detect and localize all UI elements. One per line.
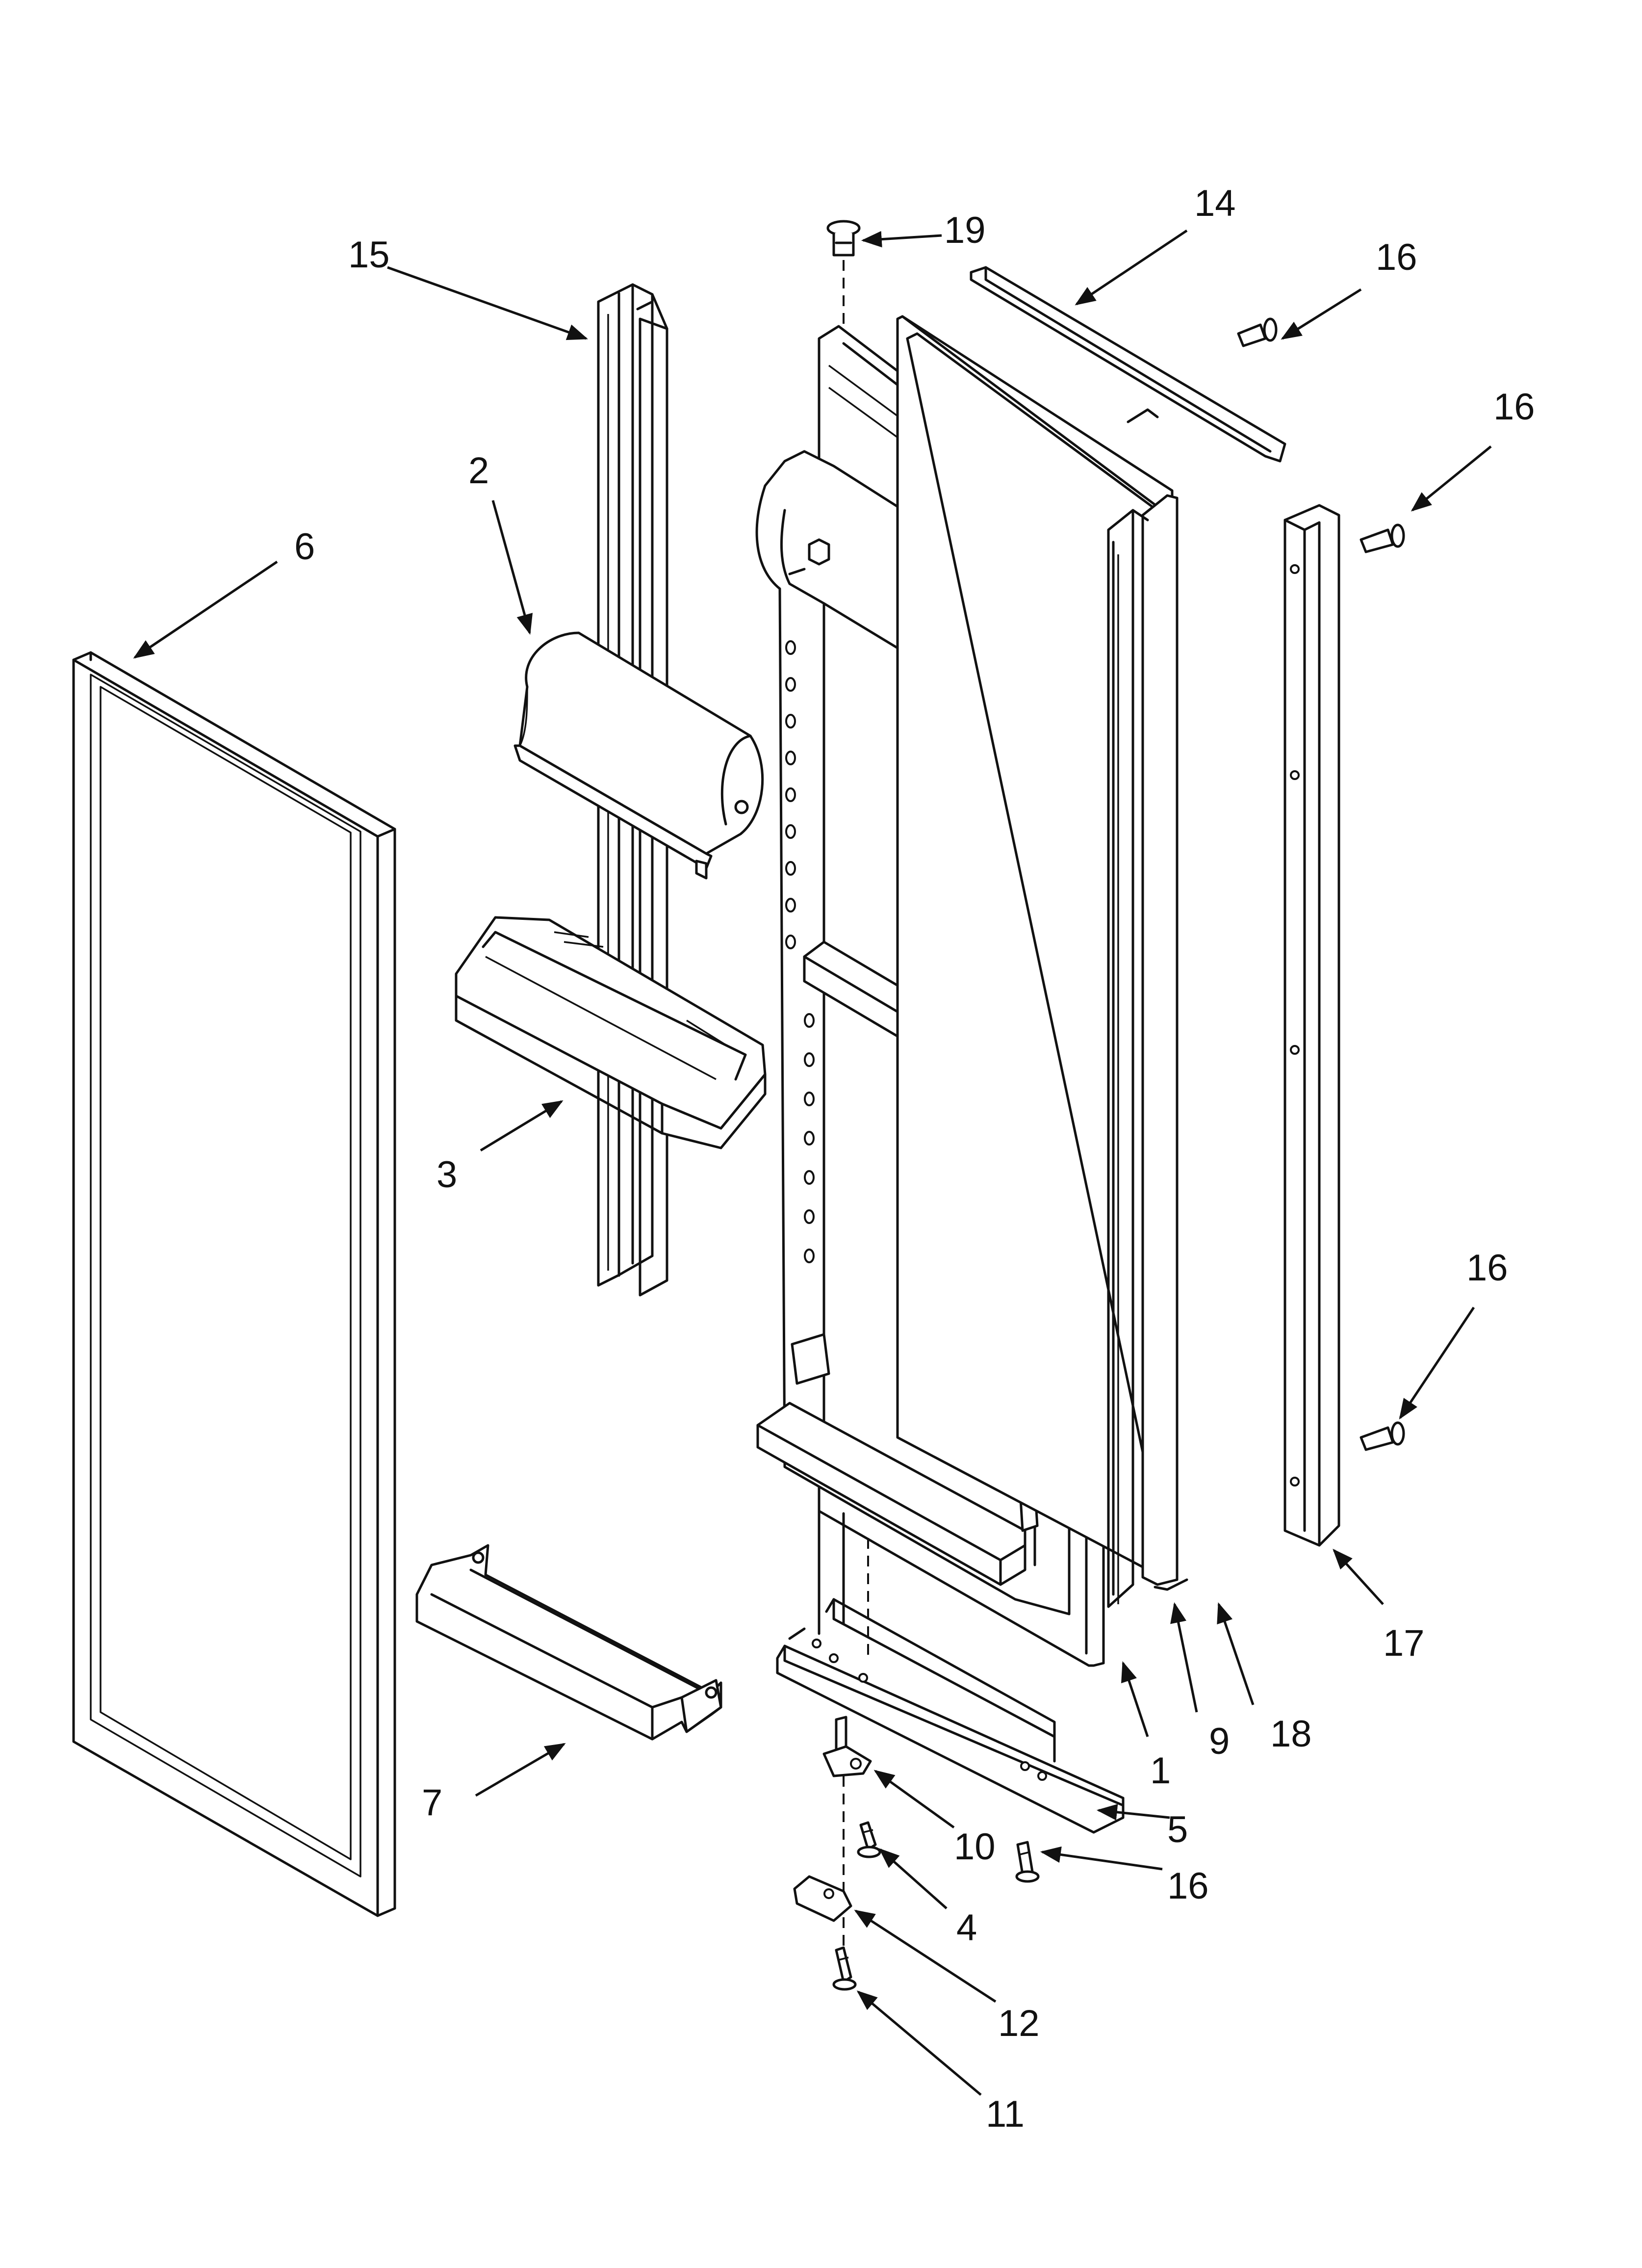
callout-16-bottom: 16 (1167, 1865, 1209, 1907)
hinge-bracket-part (793, 1875, 852, 1922)
leader-15 (387, 266, 588, 340)
leader-7 (475, 1743, 566, 1797)
door-top-cap-part (970, 266, 1286, 463)
leader-16d (1040, 1846, 1163, 1871)
callout-16-side-upper: 16 (1493, 386, 1535, 428)
leader-16a (1281, 288, 1362, 340)
leader-6 (133, 560, 278, 659)
leader-5 (1096, 1804, 1170, 1821)
bottom-hinge-channel-part (776, 1598, 1125, 1834)
callout-labels: 15 2 6 3 7 19 14 16 16 16 17 18 9 1 5 16… (294, 182, 1535, 2135)
door-gasket-part (72, 651, 396, 1917)
callout-16-top: 16 (1376, 236, 1417, 278)
leader-11 (856, 1990, 982, 2096)
top-hinge-pin-part (826, 220, 861, 257)
callout-11: 11 (986, 2093, 1025, 2135)
callout-10: 10 (954, 1826, 996, 1868)
leader-3 (480, 1100, 564, 1152)
callout-19: 19 (944, 209, 986, 251)
callout-9: 9 (1209, 1721, 1230, 1762)
callout-18: 18 (1270, 1713, 1312, 1755)
callout-5: 5 (1167, 1809, 1188, 1851)
hinge-screw-part (857, 1821, 881, 1858)
callout-7: 7 (422, 1782, 442, 1824)
leader-9 (1170, 1602, 1198, 1713)
leader-lines (133, 229, 1492, 2096)
callout-1: 1 (1150, 1750, 1171, 1792)
outer-door-panels-part (896, 315, 1188, 1608)
callout-6: 6 (294, 526, 315, 568)
callout-12: 12 (998, 2003, 1040, 2044)
leader-16c (1399, 1306, 1475, 1420)
leader-19 (861, 231, 942, 248)
callout-17: 17 (1383, 1622, 1425, 1664)
door-side-trim-part (1283, 504, 1340, 1547)
callout-3: 3 (436, 1154, 457, 1196)
callout-15: 15 (348, 234, 390, 276)
leader-17 (1333, 1548, 1384, 1605)
trim-screw-side-lower-part (1360, 1421, 1405, 1451)
door-bin-part (455, 916, 767, 1149)
leader-4 (878, 1848, 948, 1909)
leader-12 (854, 1909, 997, 2003)
callout-16-side-lower: 16 (1466, 1247, 1508, 1289)
callout-2: 2 (468, 450, 489, 492)
trim-screw-side-upper-part (1360, 523, 1405, 553)
bracket-screw-part (832, 1946, 857, 1991)
leader-18 (1217, 1602, 1255, 1705)
callout-4: 4 (956, 1907, 977, 1949)
hinge-part (822, 1716, 872, 1777)
leader-14 (1075, 229, 1188, 306)
dairy-door-part (513, 631, 764, 880)
leader-10 (873, 1770, 955, 1829)
lower-bin-part (415, 1544, 722, 1741)
callout-14: 14 (1194, 182, 1236, 224)
leader-16b (1411, 445, 1492, 512)
leader-2 (491, 500, 533, 635)
leader-1 (1121, 1661, 1149, 1737)
channel-screw-part (1015, 1841, 1040, 1883)
trim-screw-upper-part (1237, 317, 1278, 347)
